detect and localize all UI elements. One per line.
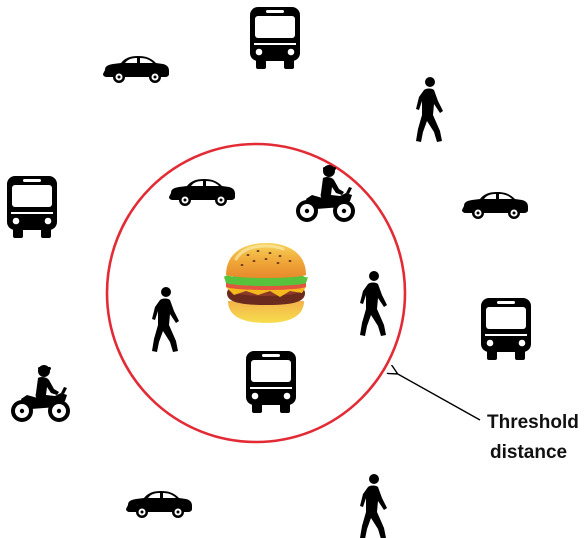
bus-icon [246,351,296,413]
annotation-line-1: Threshold [487,412,579,433]
burger-icon [224,243,308,323]
car-icon [126,491,192,518]
bus-icon [250,7,300,69]
threshold-pointer [396,373,480,420]
bus-icon [481,298,531,360]
pedestrian-icon [416,77,443,142]
pedestrian-icon [360,271,387,336]
car-icon [169,179,235,206]
bus-icon [7,176,57,238]
car-icon [103,56,169,83]
annotation-line-2: distance [490,442,567,463]
pedestrian-icon [152,287,179,352]
pedestrian-icon [360,474,387,538]
motorcycle-icon [11,365,70,422]
car-icon [462,192,528,219]
